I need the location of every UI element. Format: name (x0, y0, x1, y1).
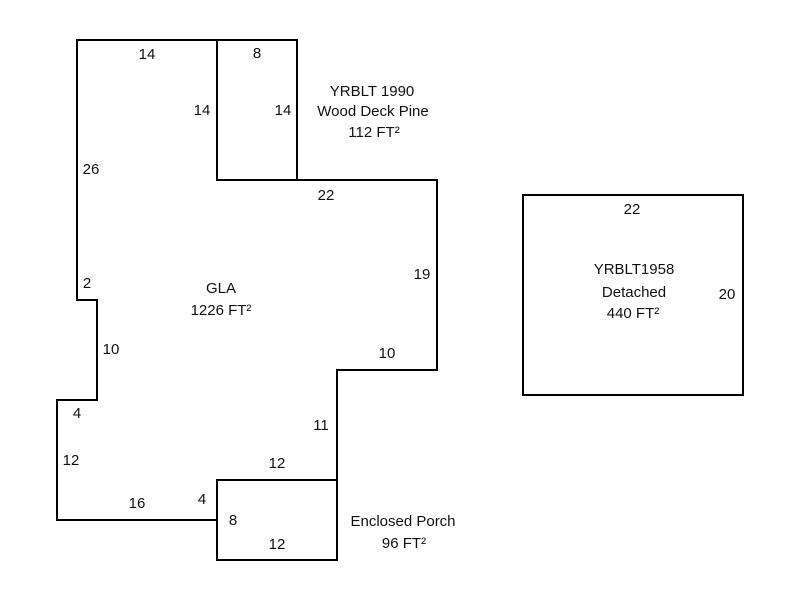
garage-area: 440 FT² (607, 305, 660, 322)
gla-dim-left-step-lower: 4 (73, 405, 81, 422)
garage-outline (522, 194, 744, 396)
porch-area: 96 FT² (382, 535, 426, 552)
gla-area: 1226 FT² (191, 302, 252, 319)
deck-outline (216, 39, 298, 181)
deck-dim-top: 8 (253, 45, 261, 62)
garage-dim-right: 20 (719, 286, 736, 303)
porch-name: Enclosed Porch (350, 513, 455, 530)
gla-dim-notch: 10 (379, 345, 396, 362)
garage-year: YRBLT1958 (594, 261, 675, 278)
deck-area: 112 FT² (348, 124, 399, 141)
garage-dim-top: 22 (624, 201, 641, 218)
porch-outline (216, 479, 338, 561)
gla-dim-mid-top: 22 (318, 187, 335, 204)
gla-dim-left-mid: 10 (103, 341, 120, 358)
gla-dim-left-lower: 12 (63, 452, 80, 469)
porch-dim-bottom: 12 (269, 536, 286, 553)
gla-dim-right: 19 (414, 266, 431, 283)
deck-dim-right: 14 (275, 102, 292, 119)
gla-dim-top: 14 (139, 46, 156, 63)
gla-dim-inner-left: 14 (194, 102, 211, 119)
gla-dim-left-upper: 26 (83, 161, 100, 178)
deck-type: Wood Deck Pine (317, 103, 428, 120)
gla-dim-left-step: 2 (83, 275, 91, 292)
gla-dim-porch-left: 4 (198, 491, 206, 508)
deck-year: YRBLT 1990 (330, 83, 415, 100)
gla-dim-right-lower: 11 (313, 417, 329, 434)
gla-dim-bottom: 16 (129, 495, 146, 512)
gla-dim-porch-top: 12 (269, 455, 286, 472)
garage-type: Detached (602, 284, 666, 301)
porch-dim-left: 8 (229, 512, 237, 529)
gla-name: GLA (206, 280, 236, 297)
